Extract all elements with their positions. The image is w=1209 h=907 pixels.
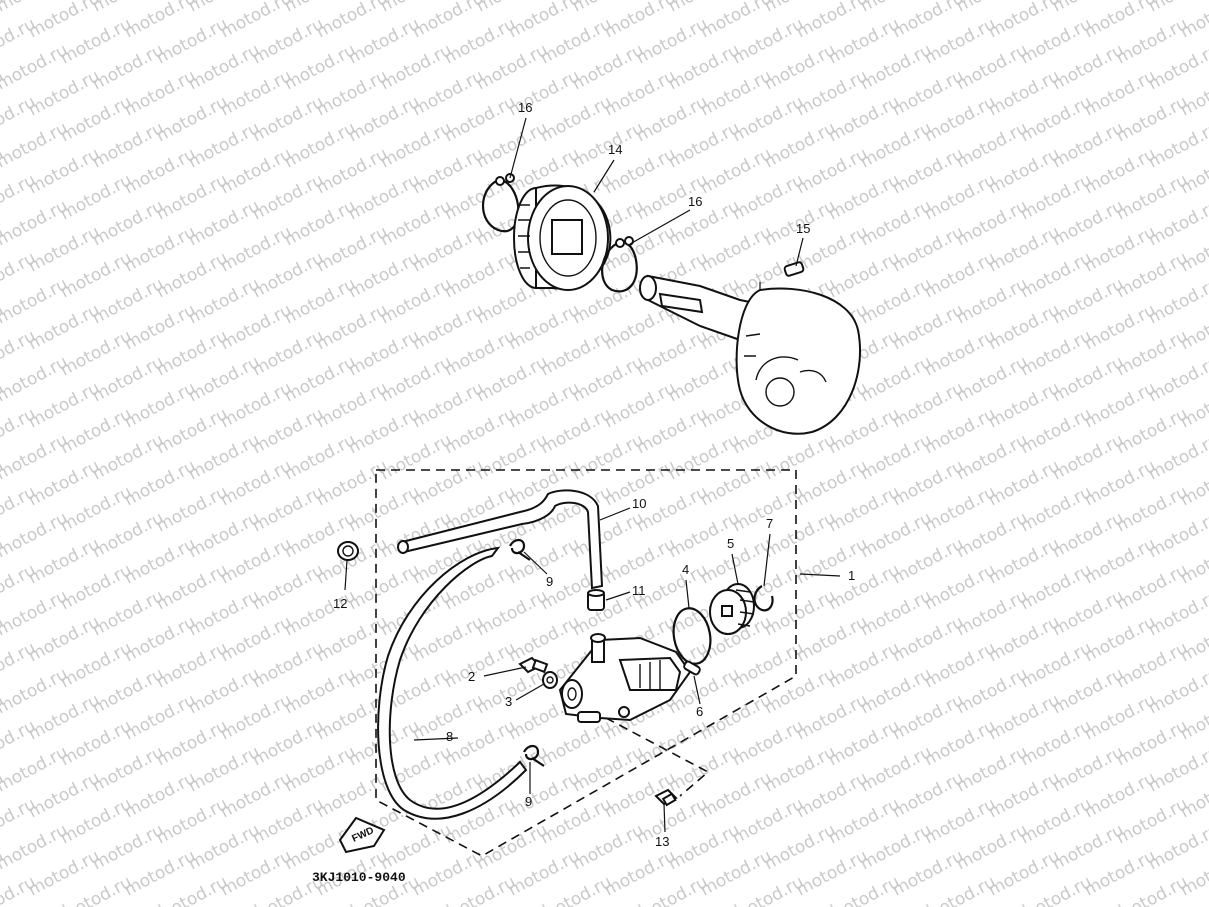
callout-1: 1 — [848, 568, 855, 583]
callout-15: 15 — [796, 221, 810, 236]
drawing-code: 3KJ1010-9040 — [312, 870, 406, 885]
callout-16-right: 16 — [688, 194, 702, 209]
gear-5 — [709, 583, 755, 635]
hose-8 — [377, 546, 528, 820]
o-ring-4 — [672, 607, 712, 665]
callout-9-upper: 9 — [546, 574, 553, 589]
callout-3: 3 — [505, 694, 512, 709]
callout-7: 7 — [766, 516, 773, 531]
callout-16-left: 16 — [518, 100, 532, 115]
clamp-9-lower — [523, 744, 545, 767]
cap-12 — [337, 541, 359, 561]
bolt-13 — [654, 788, 678, 807]
clamp-9-upper — [509, 538, 531, 561]
callout-2: 2 — [468, 669, 475, 684]
callout-8: 8 — [446, 729, 453, 744]
pulley-14 — [513, 184, 612, 291]
pin-6 — [683, 660, 701, 676]
callout-12: 12 — [333, 596, 347, 611]
forward-arrow-icon — [338, 816, 386, 854]
callout-4: 4 — [682, 562, 689, 577]
callout-14: 14 — [608, 142, 622, 157]
crankshaft-flange — [639, 274, 862, 435]
screw-2 — [518, 656, 549, 674]
circlip-7 — [753, 585, 774, 612]
callout-labels: 16 14 16 15 10 12 9 11 4 5 7 1 2 3 6 8 9… — [333, 100, 855, 849]
hose-10 — [397, 489, 604, 590]
washer-3 — [542, 671, 558, 689]
callout-13: 13 — [655, 834, 669, 849]
callout-6: 6 — [696, 704, 703, 719]
dowel-pin-15 — [783, 261, 805, 277]
assembly-line — [605, 717, 710, 797]
callout-5: 5 — [727, 536, 734, 551]
leader-lines — [344, 117, 841, 833]
cap-11 — [587, 589, 605, 611]
oil-pump-body — [558, 633, 692, 723]
callout-9-lower: 9 — [525, 794, 532, 809]
kit-boundary — [375, 469, 797, 857]
callout-11: 11 — [632, 583, 646, 598]
callout-10: 10 — [632, 496, 646, 511]
